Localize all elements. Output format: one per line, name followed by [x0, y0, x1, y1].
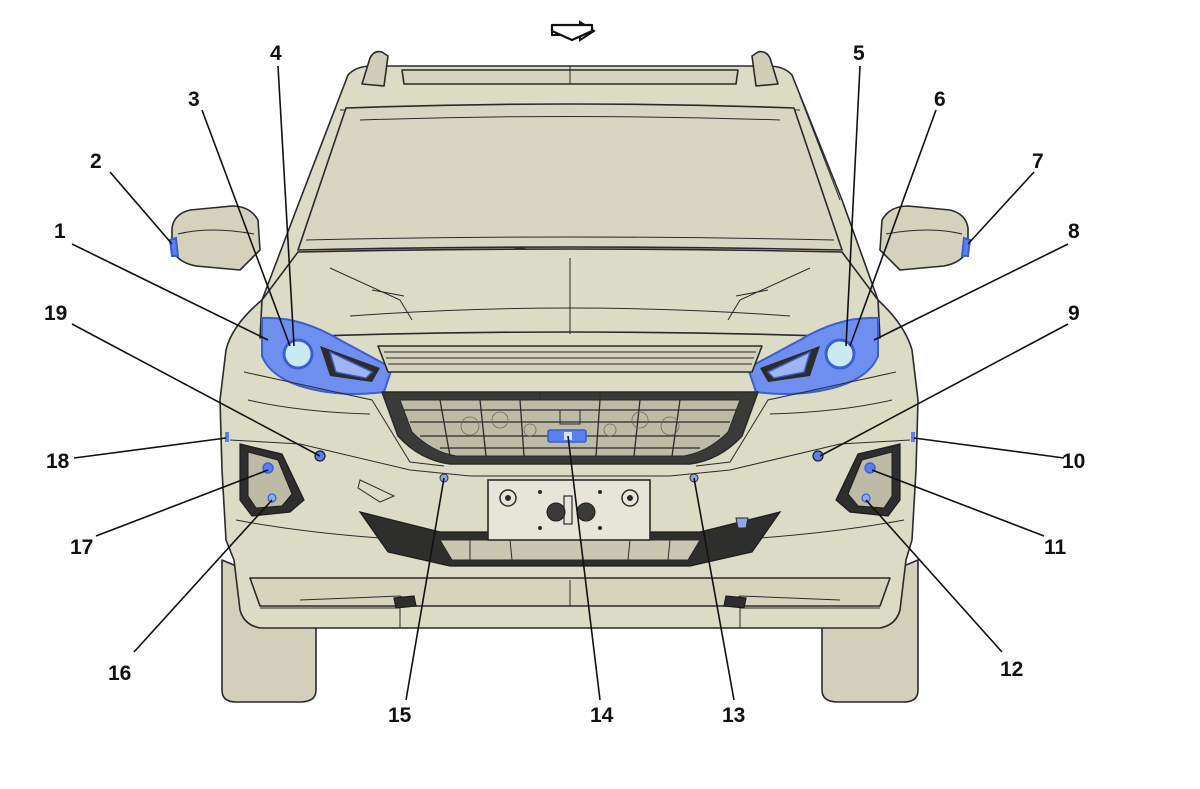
license-plate-bracket — [487, 479, 651, 541]
callout-7: 7 — [1032, 150, 1044, 173]
callout-19: 19 — [44, 302, 67, 325]
right-front-sensor — [812, 450, 824, 462]
right-mirror — [879, 205, 969, 271]
callout-15: 15 — [388, 704, 412, 727]
callout-3: 3 — [188, 88, 200, 111]
tow-hook-cover — [735, 517, 749, 529]
left-low-beam — [282, 338, 314, 370]
right-low-beam — [824, 338, 856, 370]
left-mirror — [171, 205, 261, 271]
callout-4: 4 — [270, 42, 282, 65]
callout-1: 1 — [54, 220, 66, 243]
callout-13: 13 — [722, 704, 745, 727]
right-roof-rail — [751, 50, 779, 87]
callout-12: 12 — [1000, 658, 1023, 681]
left-roof-rail — [361, 50, 389, 87]
callout-6: 6 — [934, 88, 946, 111]
leader-lines — [71, 65, 1069, 701]
callout-5: 5 — [853, 42, 865, 65]
callout-8: 8 — [1068, 220, 1080, 243]
right-mirror-turn-signal — [960, 236, 972, 257]
left-mirror-turn-signal — [168, 236, 180, 257]
left-side-marker — [225, 432, 229, 442]
right-side-marker — [911, 432, 915, 442]
right-fog-lamp — [864, 462, 876, 474]
callout-labels: 1 2 3 4 5 6 7 8 9 10 11 12 13 14 15 16 1… — [44, 42, 1085, 727]
callout-14: 14 — [590, 704, 614, 727]
callout-17: 17 — [70, 536, 93, 559]
callout-2: 2 — [90, 150, 102, 173]
callout-18: 18 — [46, 450, 70, 473]
callout-16: 16 — [108, 662, 131, 685]
main-grille — [381, 391, 759, 465]
vehicle-body — [168, 50, 972, 703]
upper-grille — [377, 345, 763, 373]
callout-10: 10 — [1062, 450, 1085, 473]
callout-11: 11 — [1044, 536, 1067, 559]
windshield — [297, 103, 843, 251]
left-turn-lamp — [267, 493, 277, 503]
down-arrow-icon — [550, 20, 596, 42]
right-turn-lamp — [861, 493, 871, 503]
callout-9: 9 — [1068, 302, 1080, 325]
